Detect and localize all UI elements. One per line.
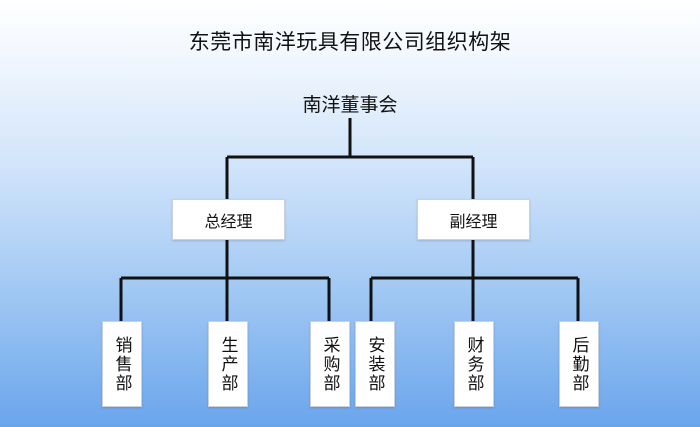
dept-node-production: 生产部 [208,321,248,407]
dept-node-logistics: 后勤部 [559,321,599,407]
chart-title: 东莞市南洋玩具有限公司组织构架 [188,30,512,54]
dept-node-finance: 财务部 [454,321,494,407]
manager-node-deputy: 副经理 [417,199,530,240]
manager-label: 副经理 [449,211,498,231]
dept-label: 安装部 [364,335,385,393]
dept-node-installation: 安装部 [355,321,395,407]
manager-label: 总经理 [204,211,253,231]
root-node-board: 南洋董事会 [302,94,398,116]
dept-node-sales: 销售部 [102,321,142,407]
dept-label: 销售部 [111,335,132,393]
dept-label: 财务部 [463,335,484,393]
dept-label: 生产部 [217,335,238,393]
manager-node-general: 总经理 [172,199,285,240]
dept-node-purchasing: 采购部 [310,321,350,407]
dept-label: 采购部 [319,335,340,393]
dept-label: 后勤部 [568,335,589,393]
